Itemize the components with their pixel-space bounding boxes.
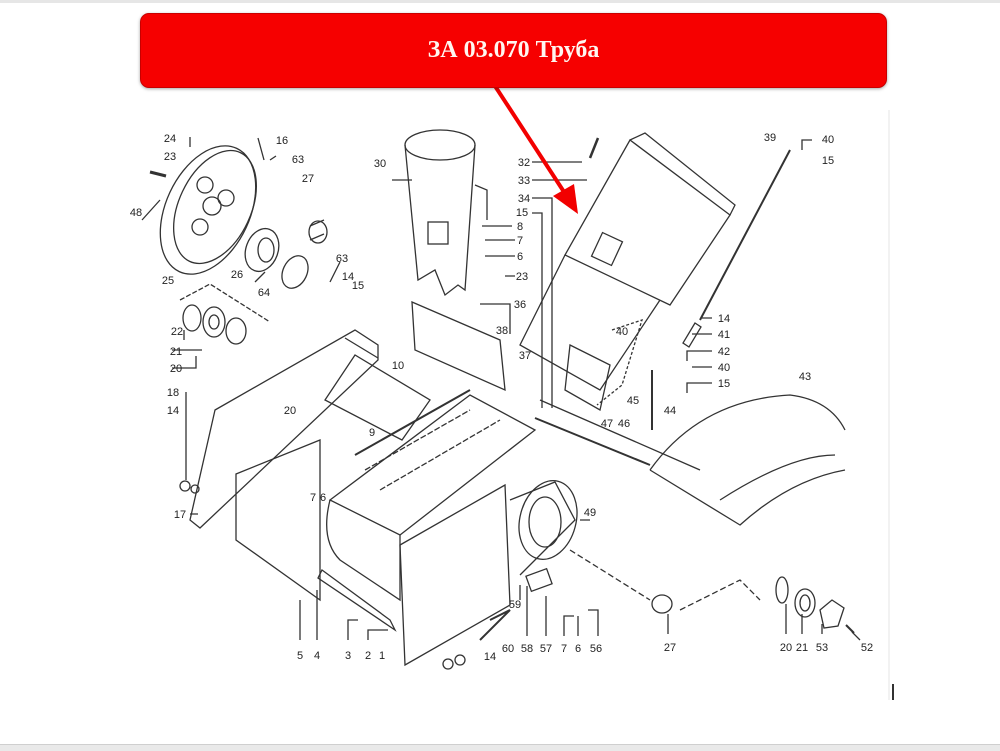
callout-number: 36 bbox=[514, 299, 526, 311]
callout-number: 24 bbox=[164, 133, 176, 145]
callout-number: 6 bbox=[575, 643, 581, 655]
callout-number: 27 bbox=[664, 642, 676, 654]
gearbox-part bbox=[509, 480, 578, 576]
bottom-bar bbox=[0, 744, 1000, 751]
callout-number: 27 bbox=[302, 173, 314, 185]
callout-number: 44 bbox=[664, 405, 676, 417]
callout-number: 30 bbox=[374, 158, 386, 170]
callout-number: 15 bbox=[718, 378, 730, 390]
callout-number: 48 bbox=[130, 207, 142, 219]
callout-number: 32 bbox=[518, 157, 530, 169]
callout-number: 25 bbox=[162, 275, 174, 287]
callout-number: 21 bbox=[170, 346, 182, 358]
text-cursor bbox=[892, 684, 894, 700]
part-title: ЗА 03.070 Труба bbox=[427, 37, 600, 63]
callout-number: 20 bbox=[780, 642, 792, 654]
callout-number: 9 bbox=[369, 427, 375, 439]
image-border bbox=[888, 110, 890, 700]
callout-number: 7 bbox=[517, 235, 523, 247]
callout-number: 56 bbox=[590, 643, 602, 655]
callout-number: 23 bbox=[164, 151, 176, 163]
callout-number: 26 bbox=[231, 269, 243, 281]
callout-number: 7 bbox=[561, 643, 567, 655]
callout-number: 14 bbox=[484, 651, 496, 663]
callout-number: 15 bbox=[822, 155, 834, 167]
callout-number: 17 bbox=[174, 509, 186, 521]
callout-number: 40 bbox=[616, 326, 628, 338]
callout-number: 37 bbox=[519, 350, 531, 362]
callout-number: 57 bbox=[540, 643, 552, 655]
shield-part bbox=[649, 394, 846, 526]
callout-number: 63 bbox=[336, 253, 348, 265]
callout-number: 18 bbox=[167, 387, 179, 399]
callout-number: 16 bbox=[276, 135, 288, 147]
callout-number: 14 bbox=[342, 271, 354, 283]
callout-number: 45 bbox=[627, 395, 639, 407]
callout-number: 15 bbox=[516, 207, 528, 219]
callout-number: 8 bbox=[517, 221, 523, 233]
callout-number: 21 bbox=[796, 642, 808, 654]
callout-number: 60 bbox=[502, 643, 514, 655]
top-border bbox=[0, 0, 1000, 3]
callout-number: 2 bbox=[365, 650, 371, 662]
callout-number: 5 bbox=[297, 650, 303, 662]
callout-number: 14 bbox=[167, 405, 179, 417]
callout-number: 58 bbox=[521, 643, 533, 655]
callout-number: 49 bbox=[584, 507, 596, 519]
callout-number: 64 bbox=[258, 287, 270, 299]
callout-number: 34 bbox=[518, 193, 530, 205]
callout-number: 7 bbox=[310, 492, 316, 504]
callout-number: 20 bbox=[170, 363, 182, 375]
callout-number: 23 bbox=[516, 271, 528, 283]
callout-number: 40 bbox=[822, 134, 834, 146]
pulley-part bbox=[159, 145, 257, 275]
callout-number: 3 bbox=[345, 650, 351, 662]
callout-number: 20 bbox=[284, 405, 296, 417]
callout-number: 46 bbox=[618, 418, 630, 430]
callout-number: 47 bbox=[601, 418, 613, 430]
callout-number: 4 bbox=[314, 650, 320, 662]
callout-number: 41 bbox=[718, 329, 730, 341]
callout-number: 15 bbox=[352, 280, 364, 292]
funnel-part bbox=[404, 129, 488, 297]
callout-number: 53 bbox=[816, 642, 828, 654]
housing-part bbox=[326, 389, 537, 667]
callout-number: 39 bbox=[764, 132, 776, 144]
callout-number: 52 bbox=[861, 642, 873, 654]
callout-number: 14 bbox=[718, 313, 730, 325]
callout-number: 10 bbox=[392, 360, 404, 372]
part-title-banner: ЗА 03.070 Труба bbox=[140, 13, 887, 88]
callout-number: 38 bbox=[496, 325, 508, 337]
callout-number: 59 bbox=[509, 599, 521, 611]
callout-number: 33 bbox=[518, 175, 530, 187]
callout-number: 1 bbox=[379, 650, 385, 662]
callout-number: 40 bbox=[718, 362, 730, 374]
callout-number: 43 bbox=[799, 371, 811, 383]
callout-number: 6 bbox=[320, 492, 326, 504]
callout-number: 42 bbox=[718, 346, 730, 358]
callout-number: 22 bbox=[171, 326, 183, 338]
callout-number: 6 bbox=[517, 251, 523, 263]
callout-number: 63 bbox=[292, 154, 304, 166]
